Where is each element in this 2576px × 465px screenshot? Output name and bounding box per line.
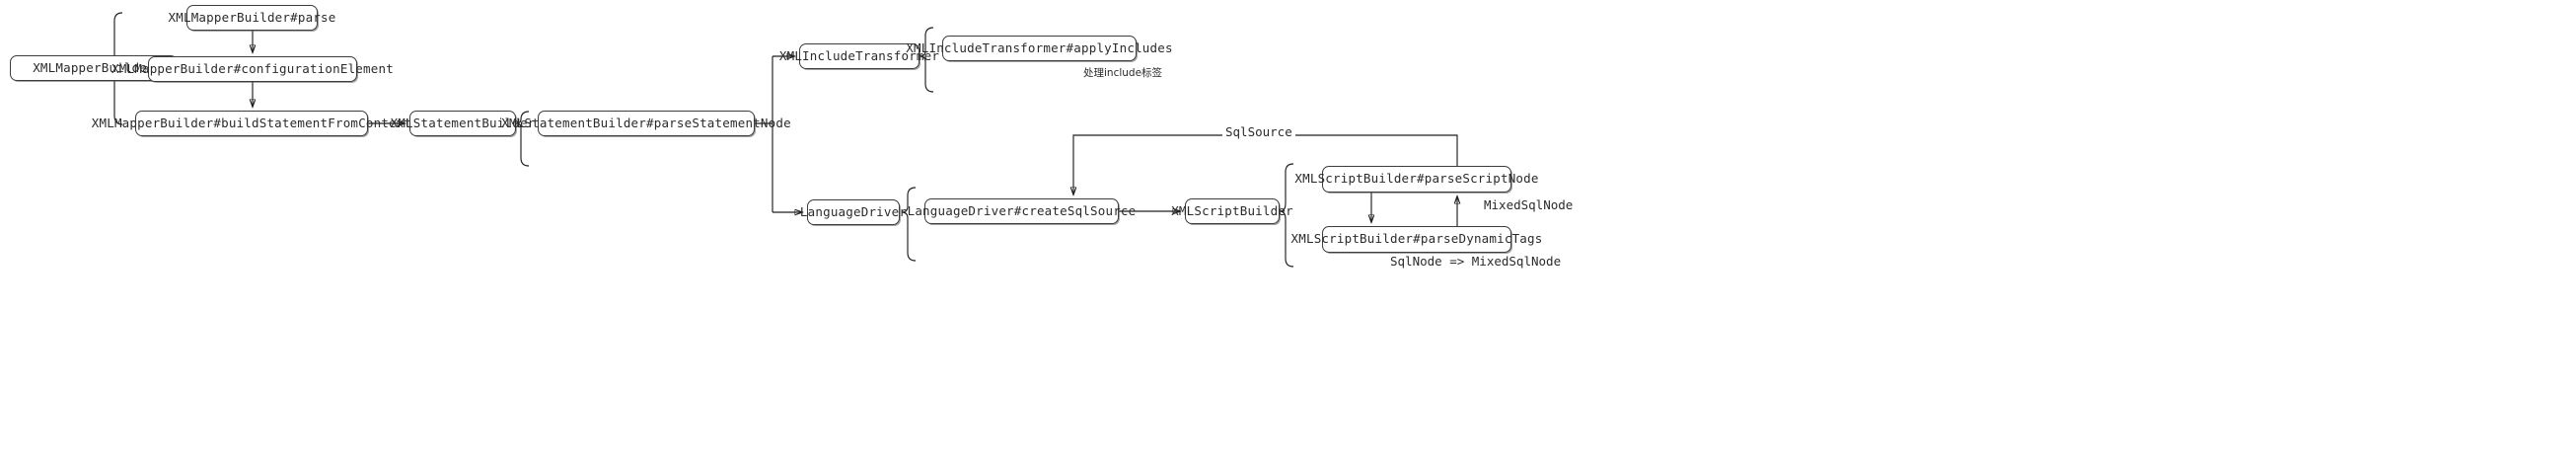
edge-label-sql-node-mapping: SqlNode => MixedSqlNode (1390, 254, 1562, 269)
node-xml-mapper-builder-configuration-element[interactable]: XMLMapperBuilder#configurationElement (111, 56, 394, 82)
node-xml-statement-builder[interactable]: XMLStatementBuilder (391, 111, 535, 136)
node-xml-mapper-builder-build-statement-from-context[interactable]: XMLMapperBuilder#buildStatementFromConte… (92, 111, 411, 136)
node-language-driver[interactable]: LanguageDriver (800, 199, 907, 225)
node-xml-mapper-builder-parse[interactable]: XMLMapperBuilder#parse (169, 5, 335, 31)
node-language-driver-create-sql-source[interactable]: LanguageDriver#createSqlSource (908, 198, 1136, 224)
brace-language-driver (901, 187, 917, 262)
node-xml-script-builder-parse-dynamic-tags[interactable]: XMLScriptBuilder#parseDynamicTags (1291, 226, 1542, 253)
node-xml-include-transformer-apply-includes[interactable]: XMLIncludeTransformer#applyIncludes (906, 36, 1173, 61)
node-xml-script-builder-parse-script-node[interactable]: XMLScriptBuilder#parseScriptNode (1294, 166, 1538, 193)
edge-stmtnode-trunk (755, 56, 773, 124)
node-xml-script-builder[interactable]: XMLScriptBuilder (1171, 198, 1293, 224)
edge-label-sql-source: SqlSource (1222, 125, 1295, 139)
annotation-include-tag-note: 处理include标签 (1083, 67, 1163, 79)
node-xml-statement-builder-parse-statement-node[interactable]: XMLStatementBuilder#parseStatementNode (501, 111, 791, 136)
edge-label-mixed-sql-node: MixedSqlNode (1484, 197, 1574, 212)
node-xml-include-transformer[interactable]: XMLIncludeTransformer (779, 43, 939, 69)
